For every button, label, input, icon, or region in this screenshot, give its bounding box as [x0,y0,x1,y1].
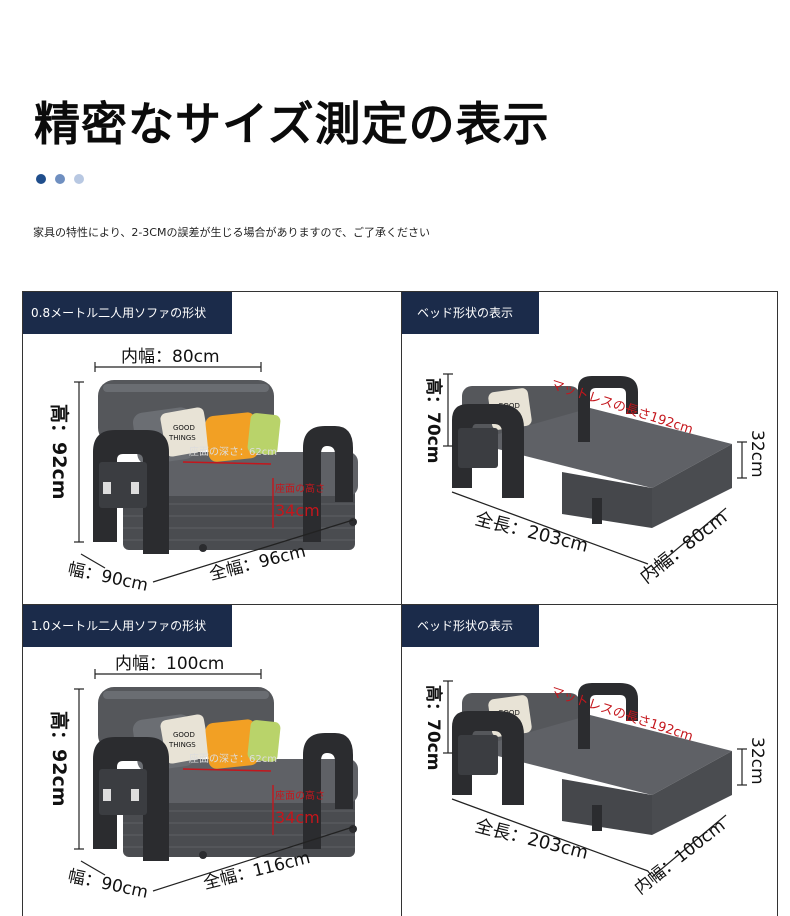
seat-height-caption: 座面の高さ [275,482,325,495]
dimension-lines [74,669,354,892]
mattress-top [470,715,732,795]
inner-width-label: 内幅：80cm [121,347,220,367]
pillow-green [247,720,281,762]
total-length-label: 全長：203cm [473,508,590,556]
pillow-orange [205,719,259,769]
panel-sofa-10: GOOD THINGS 内幅：100cm 高：92cm 座面の深さ：62cm [23,605,402,916]
side-height-label: 32cm [747,737,767,785]
height-label: 高：92cm [48,404,71,500]
dot-1 [36,174,46,184]
dot-2 [55,174,65,184]
pillow-text [160,714,210,764]
size-grid: GOOD THINGS 内幅：80cm 高：92cm [22,291,778,916]
inner-width-label: 内幅：100cm [115,654,224,674]
total-length-label: 全長：203cm [473,815,590,863]
bed-right-armrest [578,376,638,442]
dimension-lines [443,680,747,878]
bed-illustration: GOOD THINGS 高：70cm マットレスの長さ192cm 32cm 全長… [423,680,767,899]
pillow-orange [205,412,259,462]
right-armrest [303,733,353,849]
depth-label: 幅：90cm [66,866,150,903]
bed-left-armrest [452,404,524,498]
bed-illustration: GOOD THINGS 高：70cm マットレスの長さ192cm 32cm 全長… [423,373,767,588]
panel-label: ベッド形状の表示 [402,292,540,334]
dimension-lines [74,362,354,583]
sofa-illustration: GOOD THINGS 内幅：100cm 高：92cm 座面の深さ：62cm [48,654,358,903]
svg-text:GOOD: GOOD [173,731,195,739]
disclaimer-note: 家具の特性により、2-3CMの誤差が生じる場合がありますので、ご了承ください [33,226,431,239]
panel-bed-08: GOOD THINGS 高：70cm マットレスの長さ192cm 32cm 全長… [402,292,777,605]
sofa-base [123,480,355,550]
pagination-dots [36,174,84,184]
panel-sofa-08: GOOD THINGS 内幅：80cm 高：92cm [23,292,402,605]
mattress-side [652,751,732,835]
seat-height-label: 34cm [275,501,320,520]
seat-height-caption: 座面の高さ [275,789,325,802]
side-pocket [99,769,147,815]
pillow-text [160,407,210,457]
height-label: 高：70cm [423,378,444,463]
left-armrest [93,430,169,554]
pillow-line1: GOOD [173,424,195,432]
height-label: 高：70cm [423,685,444,770]
bed-left-armrest [452,711,524,805]
panel-label: 0.8メートル二人用ソファの形状 [23,292,233,334]
sofa-illustration: GOOD THINGS 内幅：80cm 高：92cm [48,347,358,596]
svg-text:THINGS: THINGS [168,741,196,749]
side-pocket [99,462,147,508]
page-title: 精密なサイズ測定の表示 [34,97,550,151]
mattress-top [470,408,732,488]
panel-label: ベッド形状の表示 [402,605,540,647]
bed-right-armrest [578,683,638,749]
depth-label: 幅：90cm [66,559,150,596]
panel-label: 1.0メートル二人用ソファの形状 [23,605,233,647]
left-armrest [93,737,169,861]
dimension-lines [443,373,747,571]
seat-depth-label: 座面の深さ：62cm [189,445,277,458]
pillow-green [247,413,281,455]
right-armrest [303,426,353,542]
side-height-label: 32cm [747,430,767,478]
panel-bed-10: GOOD THINGS 高：70cm マットレスの長さ192cm 32cm 全長… [402,605,777,916]
pillow-line2: THINGS [168,434,196,442]
seat-depth-label: 座面の深さ：62cm [189,752,277,765]
sofa-base [123,787,355,857]
mattress-side [652,444,732,528]
height-label: 高：92cm [48,711,71,807]
dot-3 [74,174,84,184]
seat-height-label: 34cm [275,808,320,827]
